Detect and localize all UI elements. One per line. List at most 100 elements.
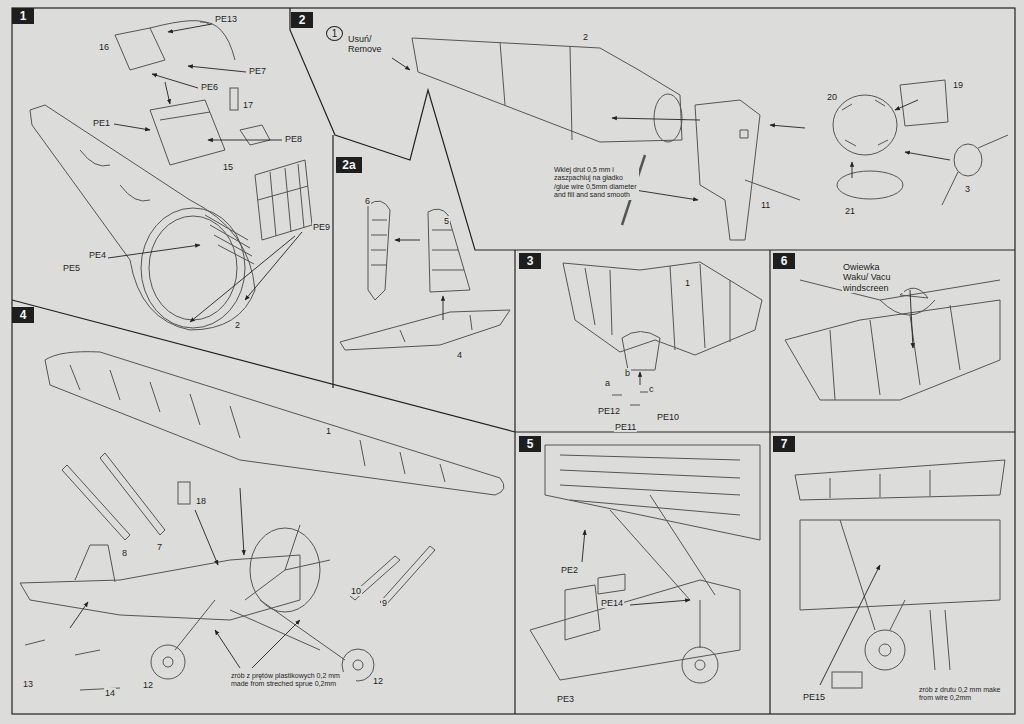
step-circle: 1	[326, 26, 343, 41]
callout-number: 10	[350, 586, 362, 596]
leader-line	[612, 118, 700, 120]
step-number: 1	[20, 9, 27, 23]
callout-number: PE10	[656, 412, 680, 422]
leader-line	[188, 66, 246, 72]
leader-line	[630, 600, 690, 605]
part-outline	[837, 171, 903, 199]
step-number-box: 1	[12, 8, 34, 24]
callout-number: PE2	[560, 565, 579, 575]
leader-line	[582, 530, 585, 562]
part-outline	[879, 644, 891, 656]
callout-number: PE12	[597, 406, 621, 416]
callout-number: PE11	[614, 422, 637, 432]
assembly-note: zrób z drutu 0,2 mm make from wire 0,2mm	[918, 686, 1010, 703]
part-outline	[150, 100, 225, 165]
callout-number: 1	[684, 278, 691, 288]
callout-number: 18	[195, 496, 207, 506]
callout-number: 7	[156, 542, 163, 552]
part-outline	[350, 546, 435, 606]
part-outline	[545, 445, 760, 540]
step-number: 6	[781, 254, 788, 268]
part-outline	[25, 640, 120, 690]
leader-line	[152, 74, 198, 88]
step-number-box: 4	[12, 307, 34, 323]
step-number: 2	[299, 13, 306, 27]
part-outline	[141, 208, 245, 328]
part-outline	[75, 545, 115, 582]
part-outline	[205, 215, 254, 264]
part-outline	[412, 38, 682, 142]
leader-line	[114, 124, 150, 130]
leader-line	[208, 140, 282, 141]
callout-number: 6	[364, 196, 371, 206]
leader-line	[108, 245, 200, 258]
part-outline	[832, 672, 862, 688]
leader-line	[640, 372, 641, 385]
part-outline	[622, 332, 660, 371]
part-outline	[245, 525, 330, 600]
leader-line	[852, 162, 853, 178]
callout-number: 19	[952, 80, 964, 90]
part-outline	[654, 94, 682, 142]
part-outline	[368, 201, 390, 300]
leader-arrows	[70, 24, 950, 685]
part-outline	[12, 300, 515, 432]
part-outline	[514, 250, 515, 714]
leader-line	[770, 125, 805, 128]
assembly-note: Wklej drut 0,5 mm i zaszpachluj na gładk…	[553, 166, 639, 200]
callout-number: 20	[826, 92, 838, 102]
step-number: 4	[20, 308, 27, 322]
part-outline	[332, 135, 333, 388]
leader-line	[910, 290, 913, 348]
callout-number: PE5	[62, 263, 81, 273]
part-outline	[795, 460, 1005, 500]
callout-number: 21	[844, 206, 856, 216]
part-outline	[45, 352, 504, 495]
step-number: 3	[527, 254, 534, 268]
callout-number: 16	[98, 42, 110, 52]
callout-number: 13	[22, 679, 34, 689]
callout-number: PE6	[200, 82, 219, 92]
step-number-box: 5	[519, 436, 541, 452]
part-outline	[769, 250, 770, 714]
part-outline	[255, 160, 312, 240]
callout-number: PE7	[248, 66, 267, 76]
step-number: 7	[781, 437, 788, 451]
leader-line	[635, 190, 698, 200]
part-outline	[695, 100, 800, 240]
leader-line	[895, 100, 918, 110]
leader-line	[70, 602, 88, 628]
part-outline	[353, 660, 363, 670]
callout-number: 12	[372, 676, 384, 686]
part-outline	[610, 495, 715, 648]
leader-line	[165, 82, 170, 104]
leader-line	[905, 152, 950, 160]
callout-number: 11	[760, 200, 771, 210]
part-outline	[865, 630, 905, 670]
part-outline	[62, 453, 165, 540]
callout-number: 12	[142, 680, 154, 690]
assembly-note: zrób z prętów plastikowych 0,2 mm made f…	[230, 672, 356, 689]
leader-line	[240, 488, 244, 555]
step-number: 1	[332, 28, 338, 39]
part-outline	[149, 216, 237, 320]
part-outline	[842, 100, 888, 146]
callout-number: PE13	[214, 14, 238, 24]
part-outline	[612, 392, 650, 405]
callout-number: a	[604, 378, 611, 388]
leader-line	[190, 236, 295, 322]
part-outline	[598, 574, 625, 594]
part-outline	[12, 8, 1015, 714]
leader-line	[245, 232, 302, 300]
callout-number: c	[648, 384, 655, 394]
part-outline	[230, 88, 238, 110]
callout-number: PE15	[802, 692, 826, 702]
leader-line	[252, 620, 300, 668]
callout-number: 14	[104, 688, 116, 698]
step-number-box: 3	[519, 253, 541, 269]
callout-number: 17	[242, 100, 254, 110]
leader-line	[215, 630, 240, 668]
leader-line	[820, 565, 880, 685]
